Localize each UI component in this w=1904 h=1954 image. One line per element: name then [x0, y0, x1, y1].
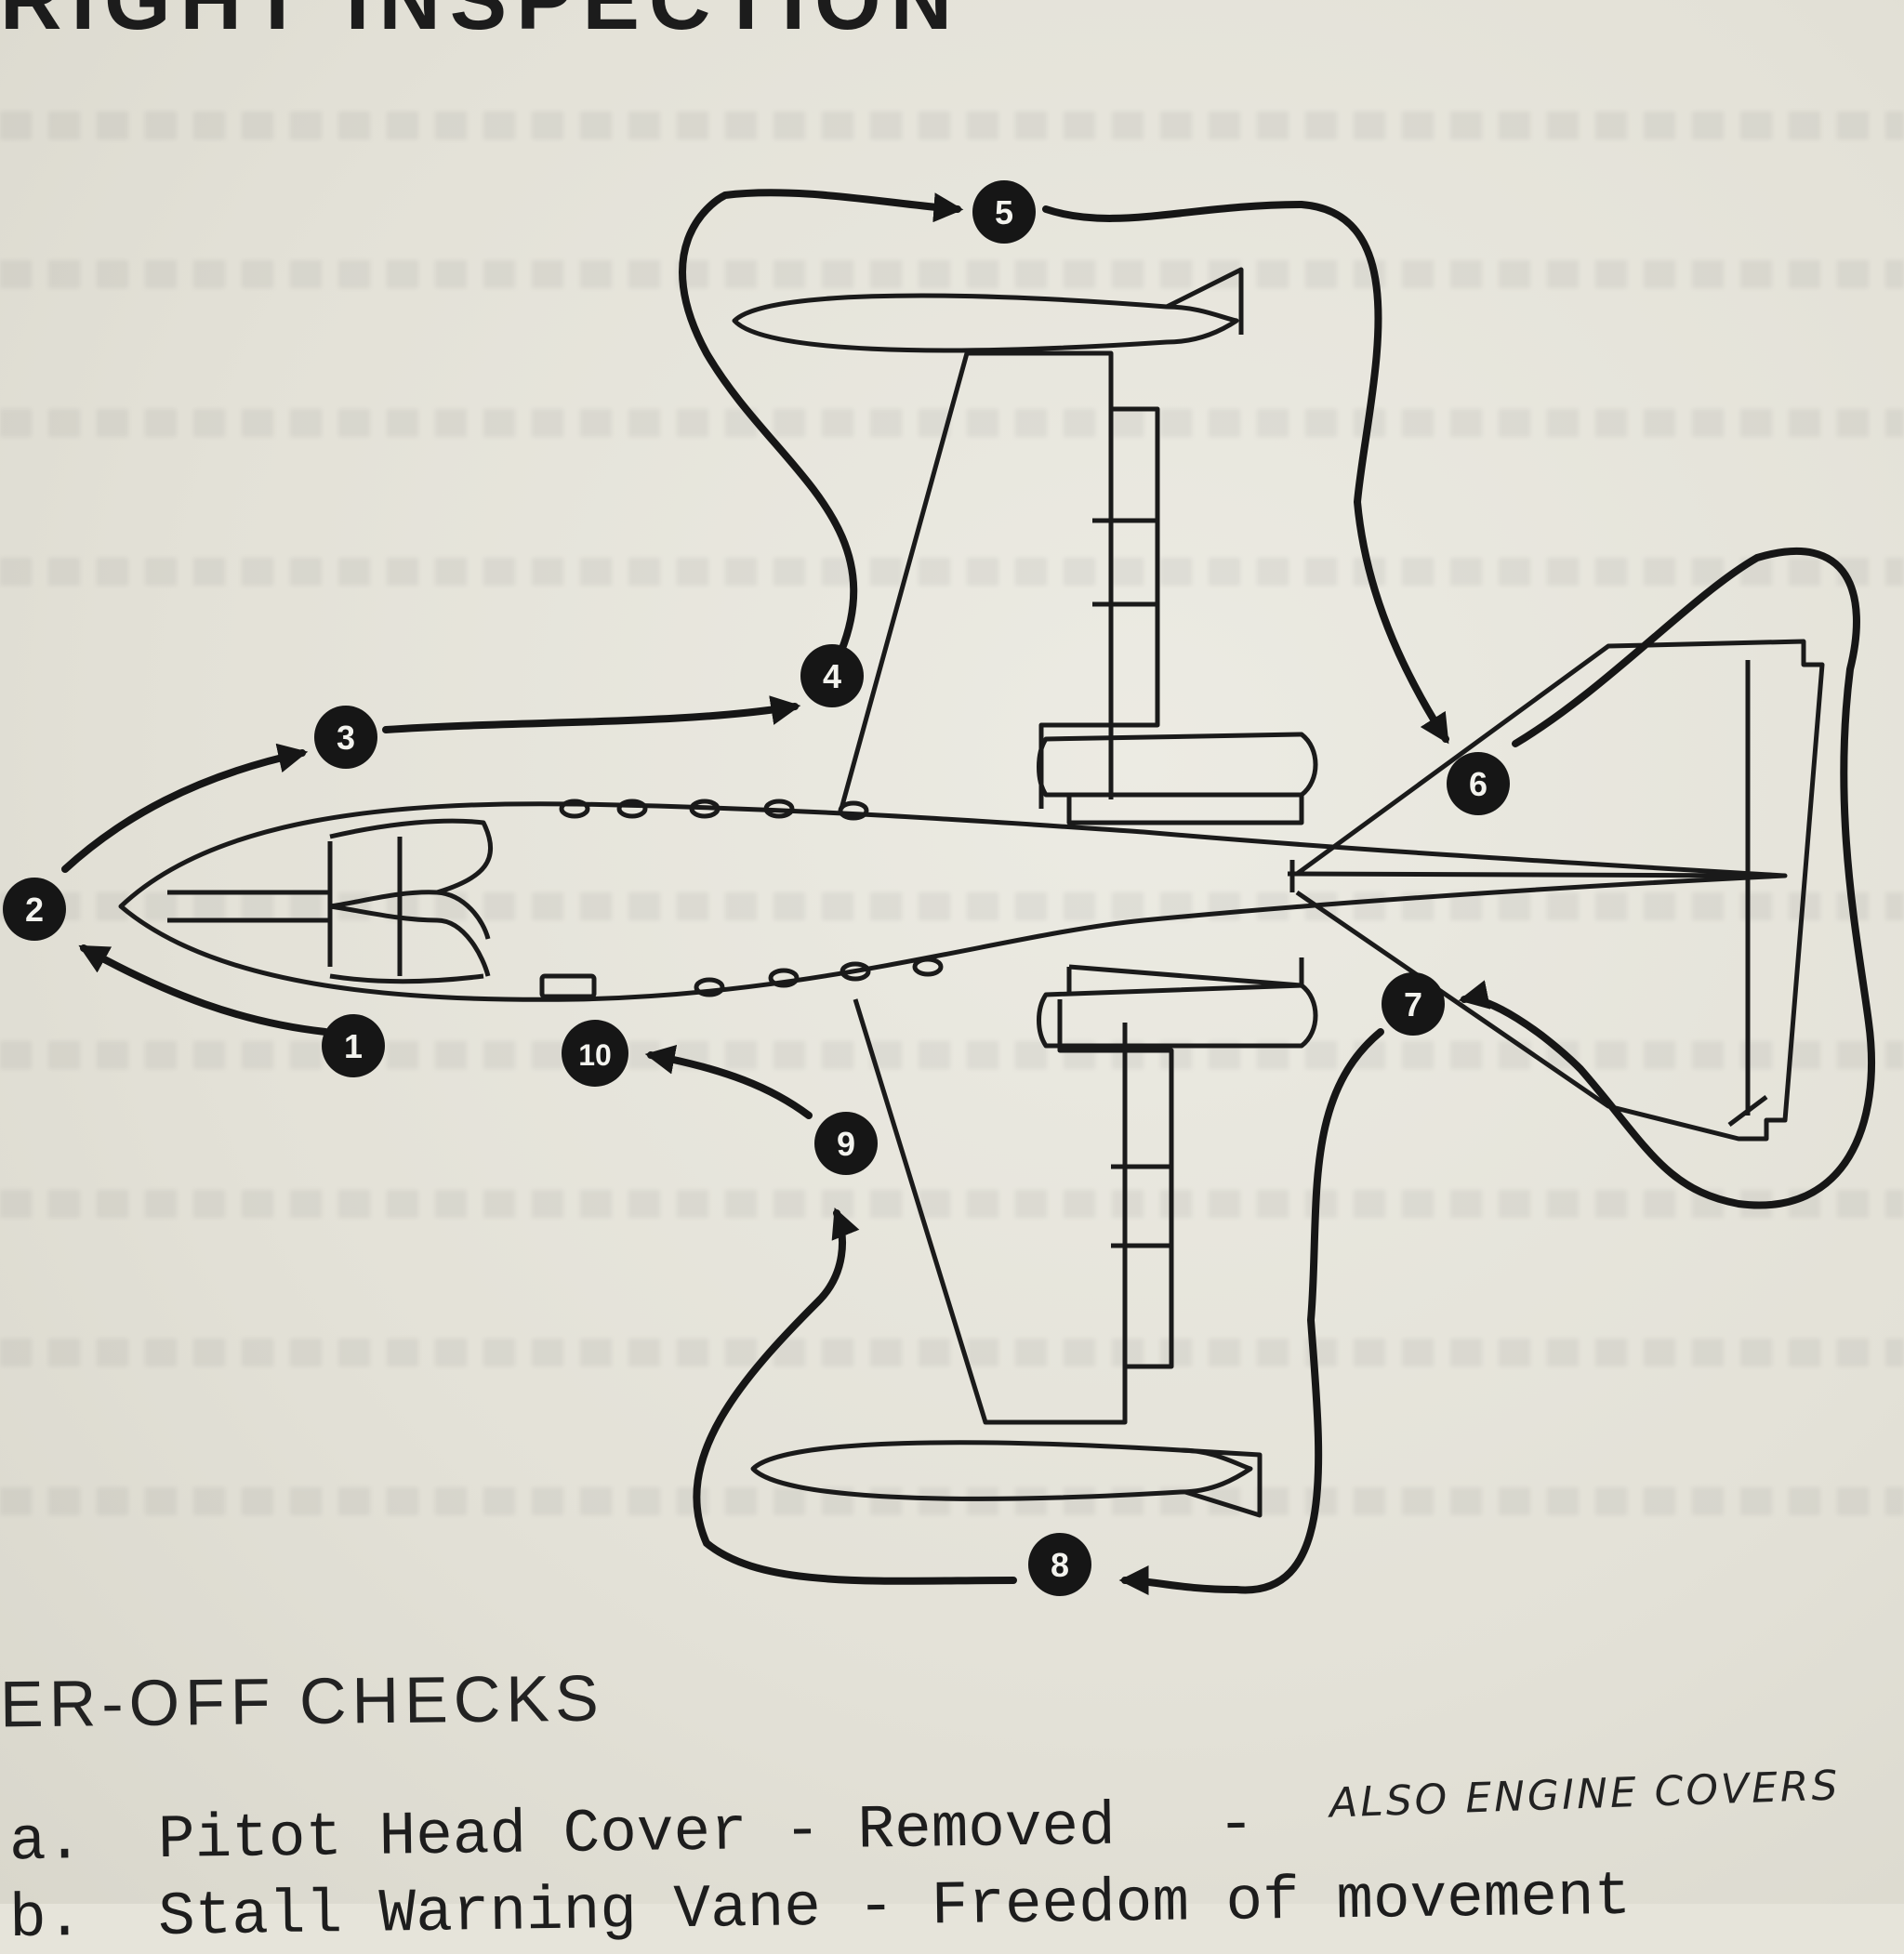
stop-marker-6: 6	[1447, 752, 1510, 815]
svg-text:5: 5	[995, 193, 1013, 231]
checklist-item-status: Removed	[856, 1791, 1117, 1866]
bleed-through-line	[0, 260, 1904, 288]
stop-marker-10: 10	[562, 1020, 628, 1087]
checklist-item-letter: a.	[8, 1806, 84, 1878]
canopy	[329, 818, 494, 984]
route-8-to-9	[693, 1208, 1017, 1585]
stop-marker-3: 3	[314, 706, 377, 769]
aircraft-outline	[118, 267, 1825, 1518]
cabin-windows-bottom	[539, 957, 944, 999]
svg-text:2: 2	[25, 891, 44, 929]
svg-text:10: 10	[578, 1038, 612, 1072]
section-title: ER-OFF CHECKS	[0, 1661, 605, 1741]
route-1-to-2	[78, 944, 329, 1036]
wing-upper	[839, 350, 1160, 810]
bleed-through-line	[0, 1487, 1904, 1515]
horizontal-stabilizer	[1295, 639, 1825, 1142]
cabin-windows-top	[559, 799, 869, 821]
svg-text:6: 6	[1469, 765, 1488, 803]
route-9-to-10	[644, 1044, 813, 1119]
stop-marker-7: 7	[1382, 972, 1445, 1036]
svg-text:9: 9	[837, 1125, 855, 1163]
route-7-to-8	[1118, 1028, 1384, 1596]
wing-lower-flaps	[1111, 1023, 1171, 1366]
stop-marker-9: 9	[814, 1112, 878, 1175]
engine-nacelle-upper	[1037, 732, 1318, 825]
route-2-to-3	[61, 743, 309, 873]
bleed-through-line	[0, 1339, 1904, 1366]
svg-text:1: 1	[344, 1027, 363, 1065]
wing-lower	[853, 998, 1174, 1425]
bleed-through-line	[0, 1041, 1904, 1069]
page-heading: RIGHT INSPECTION	[0, 0, 962, 47]
route-3-to-4	[382, 695, 801, 733]
checklist-item-label: Pitot Head Cover	[157, 1797, 748, 1876]
tail-fin	[1287, 860, 1786, 892]
inspection-route-diagram: 1 2 3 4 5 6 7 8 9 10	[3, 180, 1875, 1596]
svg-text:4: 4	[823, 657, 841, 695]
stop-marker-1: 1	[322, 1014, 385, 1077]
cockpit-frame	[167, 837, 491, 977]
tip-tank-upper-fin	[1165, 267, 1244, 335]
bleed-through-line	[0, 892, 1904, 920]
checklist-item-letter: b.	[8, 1883, 84, 1954]
svg-text:3: 3	[337, 719, 355, 757]
svg-text:8: 8	[1051, 1546, 1069, 1584]
tip-tank-upper	[732, 293, 1239, 353]
wing-upper-flaps	[1092, 409, 1157, 799]
stop-marker-2: 2	[3, 878, 66, 941]
elevator-hinge	[1727, 660, 1768, 1127]
bleed-through-line	[0, 1190, 1904, 1218]
svg-text:7: 7	[1404, 985, 1422, 1023]
checklist-item-label: Stall Warning Vane	[157, 1872, 822, 1952]
route-6-to-7	[1458, 547, 1875, 1209]
tip-tank-lower-fin	[1180, 1447, 1263, 1518]
route-4-to-5	[679, 189, 964, 654]
bleed-through-line	[0, 112, 1904, 139]
bleed-through-line	[0, 558, 1904, 586]
tip-tank-lower	[750, 1440, 1253, 1501]
fuselage	[118, 801, 1788, 1002]
walkaround-route	[61, 189, 1875, 1596]
annotation-dash: -	[1217, 1789, 1255, 1861]
stop-marker-5: 5	[972, 180, 1036, 244]
engine-nacelle-lower	[1037, 957, 1318, 1049]
stop-marker-8: 8	[1028, 1533, 1091, 1596]
route-5-to-6	[1042, 200, 1449, 745]
checklist-item-status: Freedom of movement	[931, 1861, 1632, 1942]
stop-marker-4: 4	[800, 644, 864, 707]
